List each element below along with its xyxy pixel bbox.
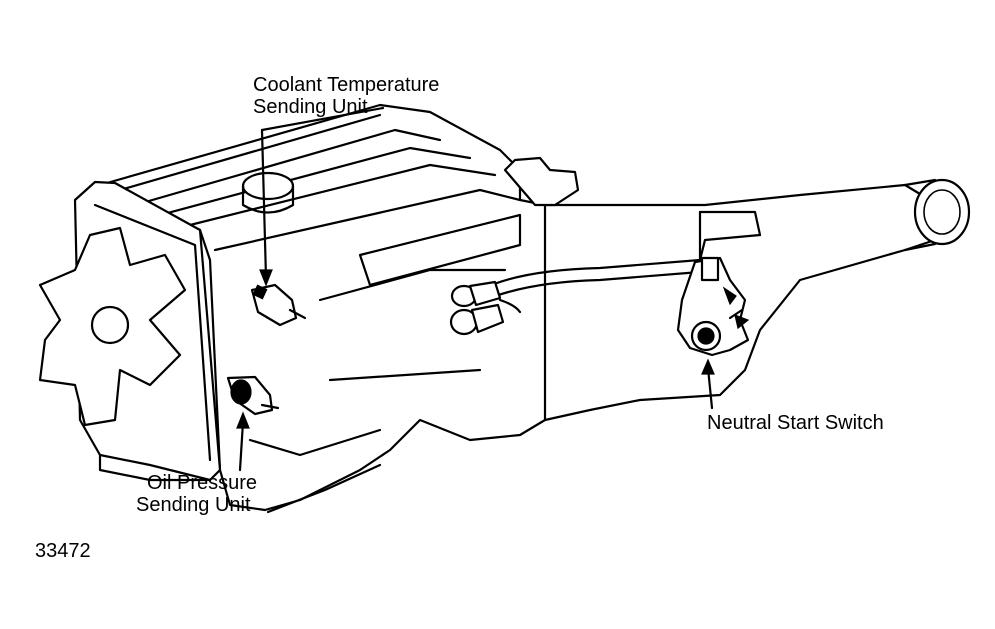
- fan: [38, 226, 187, 427]
- coolant-label-line2: Sending Unit: [253, 96, 368, 118]
- coolant-label-line1: Coolant Temperature: [253, 74, 440, 96]
- coolant-temp-sensor: [250, 283, 307, 327]
- neutral-start-switch: [676, 256, 750, 357]
- neutral-label: Neutral Start Switch: [707, 412, 884, 434]
- neutral-arrow: [701, 358, 715, 375]
- leader-lines: [236, 106, 715, 514]
- figure-number: 33472: [35, 540, 91, 562]
- engine-block: [98, 103, 580, 512]
- wiring-harness: [449, 210, 762, 336]
- oil-label-line2: Sending Unit: [136, 494, 251, 516]
- coolant-arrow: [259, 269, 273, 287]
- oil-label-line1: Oil Pressure: [147, 472, 258, 494]
- oil-arrow: [236, 411, 250, 429]
- oil-pressure-sensor: [226, 375, 280, 416]
